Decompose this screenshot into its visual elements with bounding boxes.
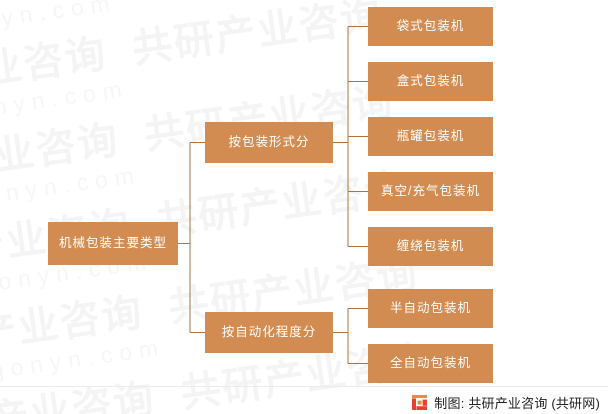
node-root[interactable]: 机械包装主要类型 xyxy=(48,222,178,265)
node-leaf-label: 缠绕包装机 xyxy=(396,239,465,253)
watermark-cn-text: 共研产业咨询 xyxy=(0,118,123,197)
watermark-block: 共研产业咨询 共研产业咨询 www.gonyn.com xyxy=(0,0,608,137)
node-leaf-bottle-can-packaging-machine[interactable]: 瓶罐包装机 xyxy=(368,117,493,156)
watermark-row: 共研产业咨询 共研产业咨询 xyxy=(0,0,608,111)
watermark-cn-text: 共研产业咨询 xyxy=(129,0,386,72)
watermark-row: 共研产业咨询 共研产业咨询 xyxy=(0,35,608,197)
node-leaf-fully-automatic-packaging-machine[interactable]: 全自动包装机 xyxy=(368,344,493,383)
node-leaf-semi-automatic-packaging-machine[interactable]: 半自动包装机 xyxy=(368,289,493,328)
node-leaf-box-packaging-machine[interactable]: 盒式包装机 xyxy=(368,62,493,101)
node-branch-automation-level[interactable]: 按自动化程度分 xyxy=(205,312,333,353)
watermark-block: 共研产业咨询 共研产业咨询 www.gonyn.com xyxy=(0,0,608,51)
node-leaf-bag-packaging-machine[interactable]: 袋式包装机 xyxy=(368,7,493,46)
node-leaf-label: 真空/充气包装机 xyxy=(381,184,480,198)
node-leaf-label: 盒式包装机 xyxy=(396,74,465,88)
gonyn-logo-icon xyxy=(412,394,428,410)
watermark-cn-text: 共研产业咨询 xyxy=(0,31,110,111)
footer-credit: 制图: 共研产业咨询 (共研网) xyxy=(412,391,600,413)
node-branch-automation-level-label: 按自动化程度分 xyxy=(221,325,317,339)
node-root-label: 机械包装主要类型 xyxy=(58,236,167,250)
watermark-cn-text: 共研产业咨询 xyxy=(0,0,98,24)
watermark-en-text: www.gonyn.com xyxy=(0,75,131,137)
watermark-row: 共研产业咨询 共研产业咨询 xyxy=(0,0,608,24)
node-leaf-label: 袋式包装机 xyxy=(396,19,465,33)
watermark-en-text: www.gonyn.com xyxy=(0,0,119,51)
footer-divider xyxy=(0,386,608,387)
watermark-cn-text: 共研产业咨询 xyxy=(0,376,158,414)
node-leaf-label: 半自动包装机 xyxy=(389,301,471,315)
node-leaf-wrapping-packaging-machine[interactable]: 缠绕包装机 xyxy=(368,227,493,266)
node-leaf-label: 全自动包装机 xyxy=(389,356,471,370)
watermark-cn-text: 共研产业咨询 xyxy=(0,290,147,369)
footer-credit-text: 制图: 共研产业咨询 (共研网) xyxy=(434,395,600,411)
node-leaf-vacuum-gas-packaging-machine[interactable]: 真空/充气包装机 xyxy=(368,172,493,211)
node-leaf-label: 瓶罐包装机 xyxy=(396,129,465,143)
node-branch-packaging-form[interactable]: 按包装形式分 xyxy=(205,122,333,163)
node-branch-packaging-form-label: 按包装形式分 xyxy=(228,135,310,149)
